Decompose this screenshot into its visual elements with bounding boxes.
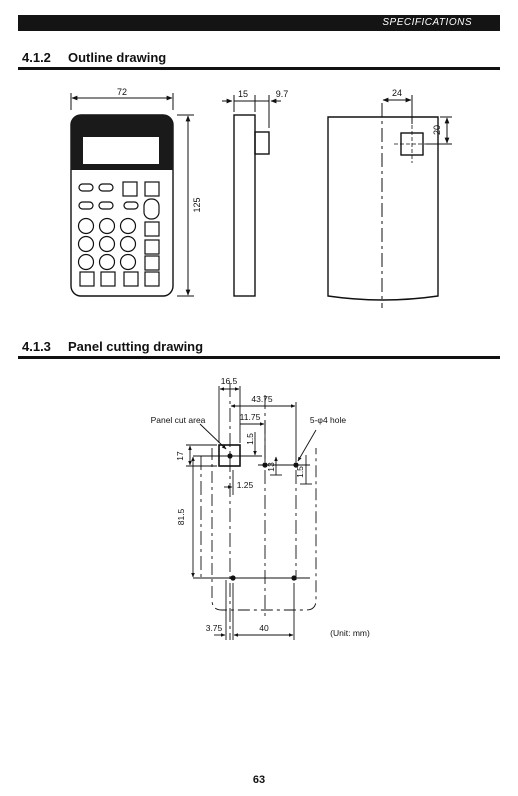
panel-mounting-holes xyxy=(227,453,298,580)
hole-label: 5-φ4 hole xyxy=(310,415,347,425)
panel-section-heading: Panel cutting drawing xyxy=(68,339,203,354)
panel-cutting-drawing: 16.5 43.75 11.75 1.5 Panel cut area 5-φ4… xyxy=(0,365,518,655)
dim-label-1-5-a: 1.5 xyxy=(245,433,255,445)
dim-label-1-25: 1.25 xyxy=(237,480,254,490)
dim-label-1-5-b: 1.5 xyxy=(295,466,305,478)
outline-section-number: 4.1.2 xyxy=(22,50,68,65)
panel-section-number: 4.1.3 xyxy=(22,339,68,354)
dim-label-9-7: 9.7 xyxy=(276,89,289,99)
cut-area-label: Panel cut area xyxy=(151,415,206,425)
panel-section-rule xyxy=(18,356,500,359)
front-view-keypad xyxy=(79,182,160,286)
dim-label-81-5: 81.5 xyxy=(176,508,186,525)
dim-label-11-75: 11.75 xyxy=(240,412,261,422)
outline-drawing: 72 125 15 9.7 24 20 xyxy=(0,80,518,320)
dim-label-16-5: 16.5 xyxy=(221,376,238,386)
dim-label-43-75: 43.75 xyxy=(251,394,273,404)
dim-label-72: 72 xyxy=(117,87,127,97)
side-view-connector xyxy=(255,132,269,154)
leader-hole xyxy=(298,430,316,461)
dim-label-13: 13 xyxy=(266,462,276,472)
dim-label-40: 40 xyxy=(259,623,269,633)
side-view-body xyxy=(234,115,255,296)
dim-label-24: 24 xyxy=(392,88,402,98)
dim-label-15: 15 xyxy=(238,89,248,99)
outline-section-heading: Outline drawing xyxy=(68,50,166,65)
dim-label-17: 17 xyxy=(175,451,185,461)
dim-label-125: 125 xyxy=(192,197,202,212)
rear-view-body xyxy=(328,117,438,300)
dim-label-20: 20 xyxy=(432,125,442,135)
dim-label-3-75: 3.75 xyxy=(206,623,223,633)
unit-label: (Unit: mm) xyxy=(330,628,370,638)
outline-section-rule xyxy=(18,67,500,70)
header-bar: SPECIFICATIONS xyxy=(18,15,500,31)
page-number: 63 xyxy=(0,774,518,786)
front-view-display xyxy=(83,137,159,164)
header-section-label: SPECIFICATIONS xyxy=(382,17,472,28)
